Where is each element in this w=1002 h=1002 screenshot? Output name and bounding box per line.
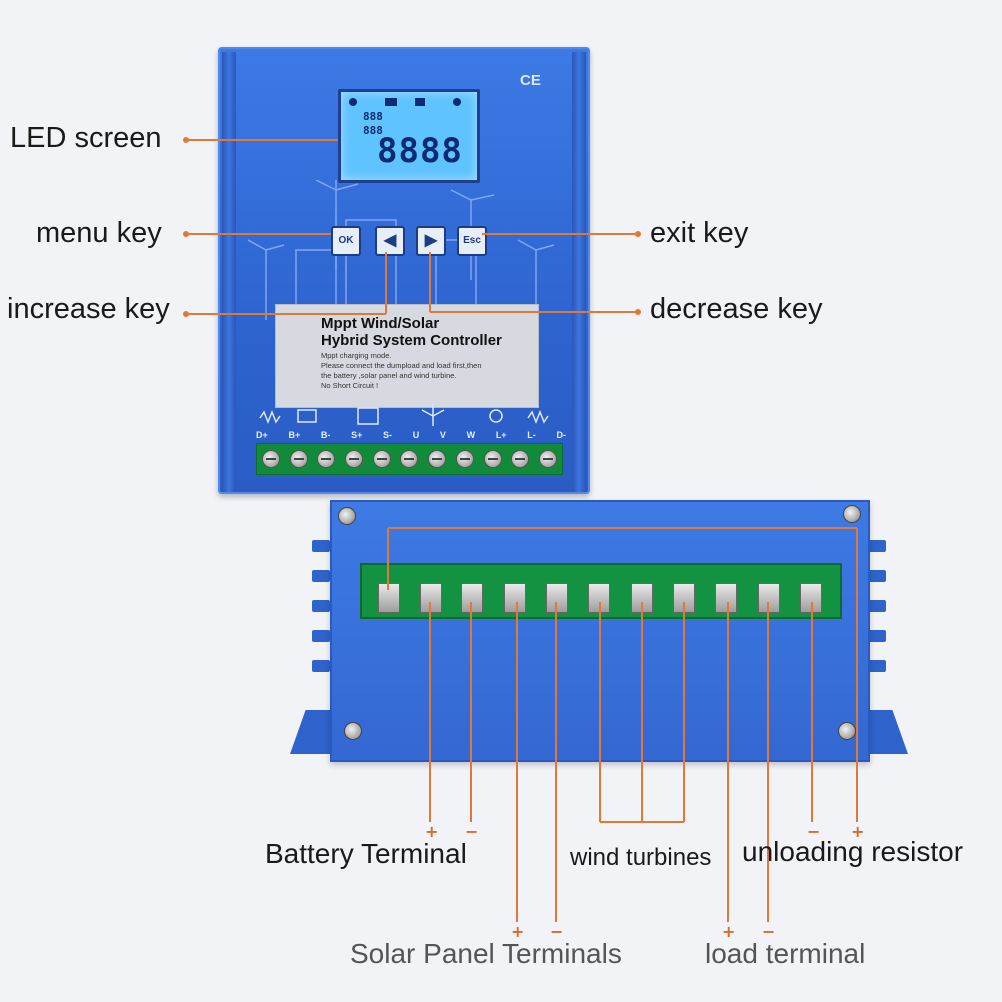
polarity-minus: −	[807, 822, 821, 841]
heatsink-fin	[312, 570, 330, 582]
terminal-label: B-	[320, 430, 331, 440]
unloading-resistor-label: unloading resistor	[742, 836, 964, 867]
terminal-screw	[261, 450, 280, 468]
lcd-screen: 888 888 8888	[338, 89, 480, 183]
terminal-label: S-	[383, 430, 393, 440]
terminal-screw	[455, 450, 474, 468]
terminal-label: V	[439, 430, 446, 440]
heatsink-fin	[868, 630, 886, 642]
housing-rail-left	[222, 52, 236, 492]
product-title-line-1: Mppt Wind/Solar	[321, 315, 440, 332]
wind-turbines-label: wind turbines	[570, 844, 712, 871]
terminal-screw	[539, 450, 558, 468]
note-line: Please connect the dumpload and load fir…	[321, 361, 482, 370]
polarity-minus: −	[465, 822, 479, 841]
terminal-screw	[317, 450, 336, 468]
heatsink-fin	[312, 660, 330, 672]
terminal-label: S+	[351, 430, 363, 440]
note-line: the battery ,solar panel and wind turbin…	[321, 371, 457, 380]
terminal-label: B+	[288, 430, 301, 440]
note-line: No Short Circuit !	[321, 381, 379, 390]
terminal-label: L-	[527, 430, 536, 440]
housing-screw	[338, 507, 356, 525]
terminal-block	[504, 583, 526, 613]
menu-key-callout: menu key	[36, 217, 162, 249]
battery-terminal-label: Battery Terminal	[265, 838, 467, 869]
housing-screw	[838, 722, 856, 740]
increase-key-callout: increase key	[7, 293, 170, 325]
terminal-screw	[372, 450, 391, 468]
polarity-minus: −	[550, 922, 564, 941]
heatsink-fin	[868, 540, 886, 552]
increase-button[interactable]: ◀	[375, 226, 405, 256]
heatsink-fin	[868, 660, 886, 672]
terminal-screw	[511, 450, 530, 468]
product-title: Mppt Wind/Solar Hybrid System Controller	[321, 315, 502, 349]
terminal-label: U	[412, 430, 420, 440]
load-terminal-label: load terminal	[705, 938, 866, 969]
terminal-block	[715, 583, 737, 613]
terminal-label: D-	[556, 430, 566, 440]
ce-mark: CE	[520, 72, 541, 89]
product-title-line-2: Hybrid System Controller	[321, 332, 502, 349]
terminal-label: L+	[495, 430, 507, 440]
exit-key-callout: exit key	[650, 217, 749, 249]
lcd-readout-top: 888	[363, 110, 383, 123]
polarity-plus: +	[851, 822, 865, 841]
front-terminal-strip	[256, 443, 563, 475]
heatsink-fin	[312, 630, 330, 642]
terminal-screw	[483, 450, 502, 468]
terminal-screw	[428, 450, 447, 468]
terminal-label: D+	[256, 430, 268, 440]
terminal-screw	[345, 450, 364, 468]
solar-panel-terminals-label: Solar Panel Terminals	[350, 938, 622, 969]
heatsink-fin	[312, 540, 330, 552]
terminal-label: W	[466, 430, 476, 440]
lcd-status-icons	[349, 98, 461, 106]
decrease-key-callout: decrease key	[650, 293, 823, 325]
polarity-minus: −	[762, 922, 776, 941]
heatsink-fin	[312, 600, 330, 612]
ok-menu-button[interactable]: OK	[331, 226, 361, 256]
lcd-main-digits: 8888	[377, 131, 463, 171]
terminal-label-row: D+ B+ B- S+ S- U V W L+ L- D-	[256, 430, 566, 440]
terminal-icons	[259, 404, 549, 426]
note-line: Mppt charging mode.	[321, 351, 392, 360]
polarity-plus: +	[425, 822, 439, 841]
product-notes: Mppt charging mode. Please connect the d…	[321, 351, 536, 391]
polarity-plus: +	[722, 922, 736, 941]
product-label: Mppt Wind/Solar Hybrid System Controller…	[275, 304, 539, 408]
esc-exit-button[interactable]: Esc	[457, 226, 487, 256]
lcd-readout-mid: 888	[363, 124, 383, 137]
housing-screw	[843, 505, 861, 523]
heatsink-fin	[868, 600, 886, 612]
terminal-screw	[400, 450, 419, 468]
terminal-screw	[289, 450, 308, 468]
housing-screw	[344, 722, 362, 740]
polarity-plus: +	[511, 922, 525, 941]
housing-rail-right	[572, 52, 586, 492]
led-screen-callout: LED screen	[10, 122, 162, 154]
heatsink-fin	[868, 570, 886, 582]
